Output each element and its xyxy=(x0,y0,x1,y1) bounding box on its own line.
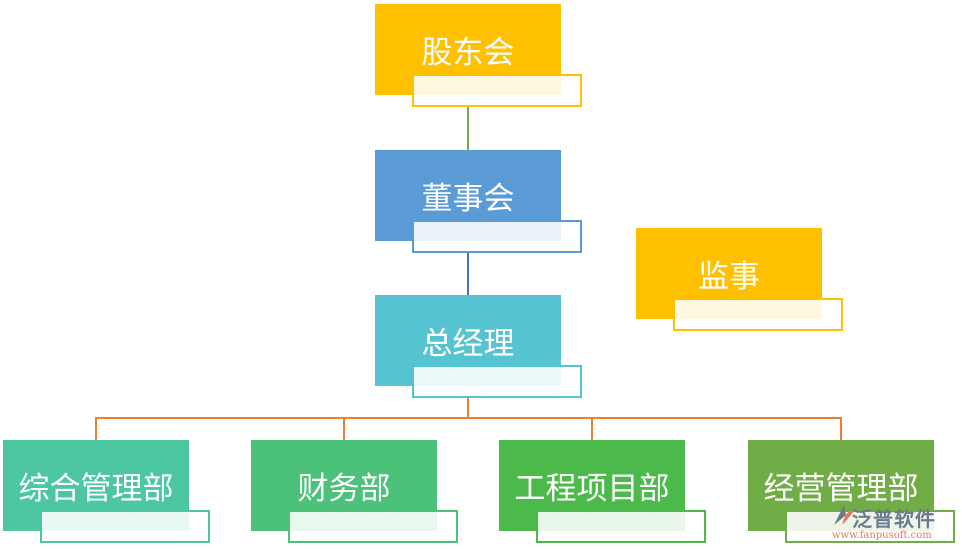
watermark-logo: 泛普软件 www.fanpusoft.com xyxy=(832,503,957,545)
node-supervisor: 监事 xyxy=(636,228,822,319)
connector-project xyxy=(591,417,593,440)
node-gm-subbox xyxy=(412,365,582,398)
connector-gm-down xyxy=(467,397,469,419)
connector-operations xyxy=(840,417,842,440)
node-operations-subbox xyxy=(785,510,955,543)
connector-horizontal xyxy=(95,417,842,419)
node-shareholders-subbox xyxy=(412,74,582,107)
watermark-name: 泛普软件 xyxy=(852,507,936,531)
node-label: 总经理 xyxy=(421,326,515,362)
connector-finance xyxy=(343,417,345,440)
connector-admin xyxy=(95,417,97,440)
node-label: 工程项目部 xyxy=(514,471,670,507)
node-label: 董事会 xyxy=(421,181,515,217)
watermark-url: www.fanpusoft.com xyxy=(832,530,932,541)
node-label: 监事 xyxy=(698,259,760,295)
node-label: 股东会 xyxy=(421,35,515,71)
node-supervisor-subbox xyxy=(673,298,843,331)
node-label: 经营管理部 xyxy=(763,471,919,507)
node-label: 综合管理部 xyxy=(18,471,174,507)
node-board-subbox xyxy=(412,220,582,253)
node-project-subbox xyxy=(536,510,706,543)
logo-icon xyxy=(834,505,854,525)
node-finance-subbox xyxy=(288,510,458,543)
connector-board-gm xyxy=(467,251,469,295)
connector-shareholders-board xyxy=(467,105,469,150)
node-label: 财务部 xyxy=(297,471,391,507)
node-admin-subbox xyxy=(40,510,210,543)
